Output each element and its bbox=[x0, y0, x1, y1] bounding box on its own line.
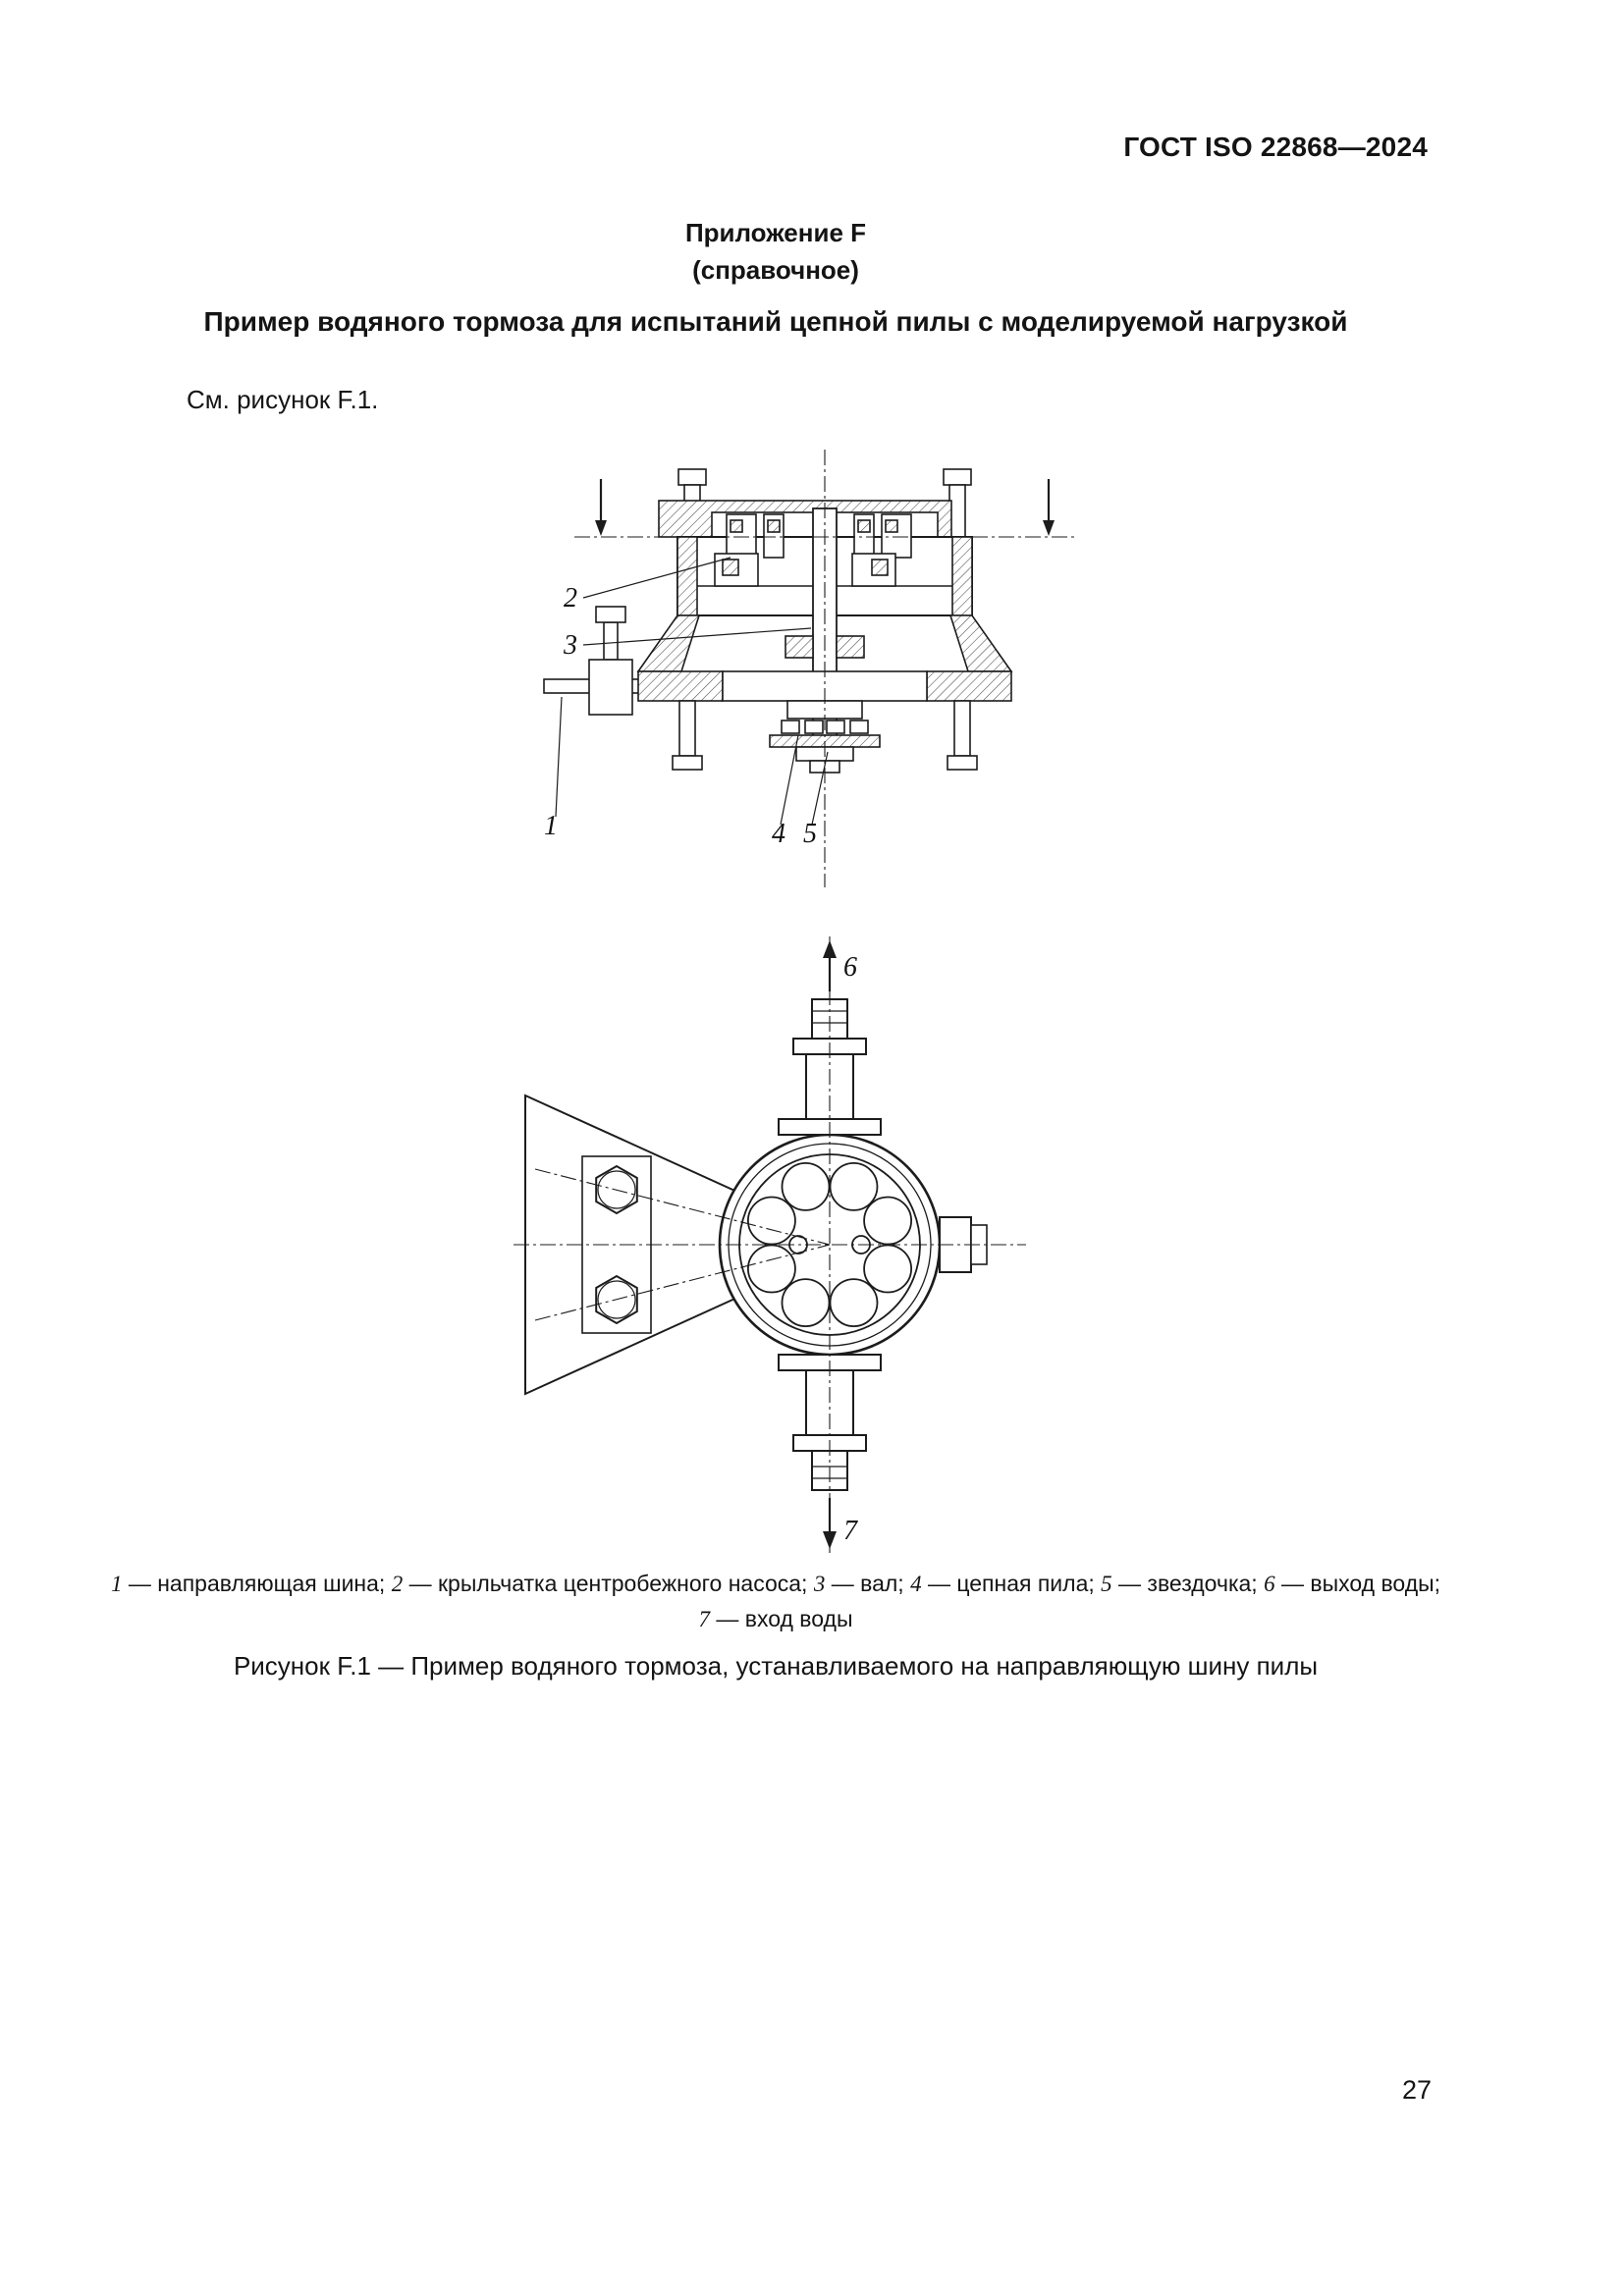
figure-f1-front-view: 6 7 bbox=[514, 936, 1026, 1553]
legend-item-label: — крыльчатка центробежного насоса; bbox=[403, 1571, 814, 1596]
legend-item-number: 4 bbox=[910, 1572, 922, 1596]
legend-item-label: — направляющая шина; bbox=[122, 1571, 392, 1596]
callout-4: 4 bbox=[772, 819, 785, 849]
legend-item-number: 1 bbox=[110, 1572, 123, 1596]
clamp-direction-arrows bbox=[595, 479, 1055, 536]
annex-heading: Приложение F (справочное) bbox=[98, 214, 1453, 289]
legend-item-label: — звездочка; bbox=[1111, 1571, 1265, 1596]
callout-5: 5 bbox=[803, 819, 817, 849]
up-arrow-icon bbox=[823, 940, 837, 958]
callout-6: 6 bbox=[843, 952, 857, 983]
legend-item-label: — вход воды bbox=[709, 1605, 853, 1631]
legend-item-label: — цепная пила; bbox=[921, 1571, 1102, 1596]
legend-item-number: 2 bbox=[391, 1572, 404, 1596]
callout-leaders bbox=[555, 557, 829, 826]
legend-item-number: 3 bbox=[813, 1572, 826, 1596]
legend-item-number: 6 bbox=[1264, 1572, 1275, 1596]
annex-kind: (справочное) bbox=[692, 255, 859, 285]
legend-item-label: — вал; bbox=[825, 1571, 911, 1596]
legend-item-number: 5 bbox=[1101, 1572, 1112, 1596]
water-flow-arrows bbox=[823, 940, 837, 1549]
lower-bolts bbox=[672, 700, 978, 771]
callout-1: 1 bbox=[544, 811, 558, 841]
section-callouts: 2 3 1 4 5 bbox=[544, 583, 817, 849]
down-arrow-icon bbox=[1043, 520, 1055, 536]
figure-legend: 1 — направляющая шина; 2 — крыльчатка це… bbox=[108, 1567, 1443, 1636]
impeller bbox=[714, 513, 912, 587]
callout-3: 3 bbox=[563, 630, 577, 661]
annex-title: Пример водяного тормоза для испытаний це… bbox=[203, 306, 1348, 337]
annex-label: Приложение F bbox=[684, 218, 867, 247]
page-number: 27 bbox=[1401, 2075, 1432, 2105]
bearings bbox=[785, 635, 865, 659]
down-arrow-icon bbox=[595, 520, 607, 536]
legend-item-number: 7 bbox=[698, 1606, 710, 1631]
document-header: ГОСТ ISO 22868—2024 bbox=[1123, 132, 1428, 162]
figure-f1-section-view: 2 3 1 4 5 bbox=[543, 450, 1075, 887]
front-callouts: 6 7 bbox=[843, 952, 858, 1546]
water-inlet-pipe bbox=[778, 1354, 882, 1491]
legend-item-label: — выход воды; bbox=[1274, 1571, 1441, 1596]
figure-caption: Рисунок F.1 — Пример водяного тормоза, у… bbox=[233, 1651, 1319, 1681]
centerlines-front bbox=[514, 936, 1026, 1553]
centerlines-section bbox=[574, 450, 1075, 887]
callout-7: 7 bbox=[843, 1516, 858, 1546]
intro-text: См. рисунок F.1. bbox=[187, 385, 379, 414]
callout-2: 2 bbox=[564, 583, 577, 614]
down-arrow-icon bbox=[823, 1531, 837, 1549]
